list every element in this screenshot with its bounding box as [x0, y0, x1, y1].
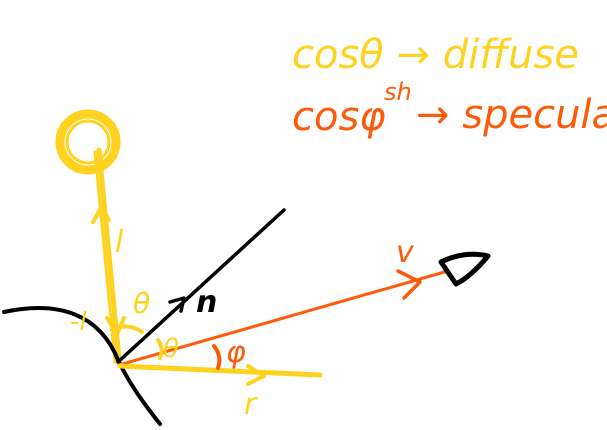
label-r: r: [244, 387, 258, 422]
surface-curve: [2, 306, 162, 426]
normal-vector: [116, 208, 286, 364]
legend-specular-cos: cosφ: [292, 94, 386, 140]
label-v: v: [396, 235, 415, 270]
label-theta-bottom: θ: [163, 334, 179, 364]
sun-circle-icon: [55, 109, 121, 175]
legend-diffuse: cosθ → diffuse: [292, 32, 579, 78]
view-vector: [117, 269, 450, 367]
label-phi: φ: [226, 335, 246, 370]
legend-specular-rest: → specular: [416, 92, 607, 138]
label-n: n: [196, 285, 217, 320]
reflect-vector: [117, 363, 323, 386]
label-theta-top: θ: [133, 287, 150, 320]
angle-arcs: [110, 324, 222, 370]
label-l: l: [115, 225, 124, 260]
label-neg-l: -l: [70, 307, 87, 337]
neg-light-arrow: [105, 316, 126, 336]
eye-icon: [438, 251, 491, 287]
legend-specular-superscript: sh: [384, 78, 412, 106]
